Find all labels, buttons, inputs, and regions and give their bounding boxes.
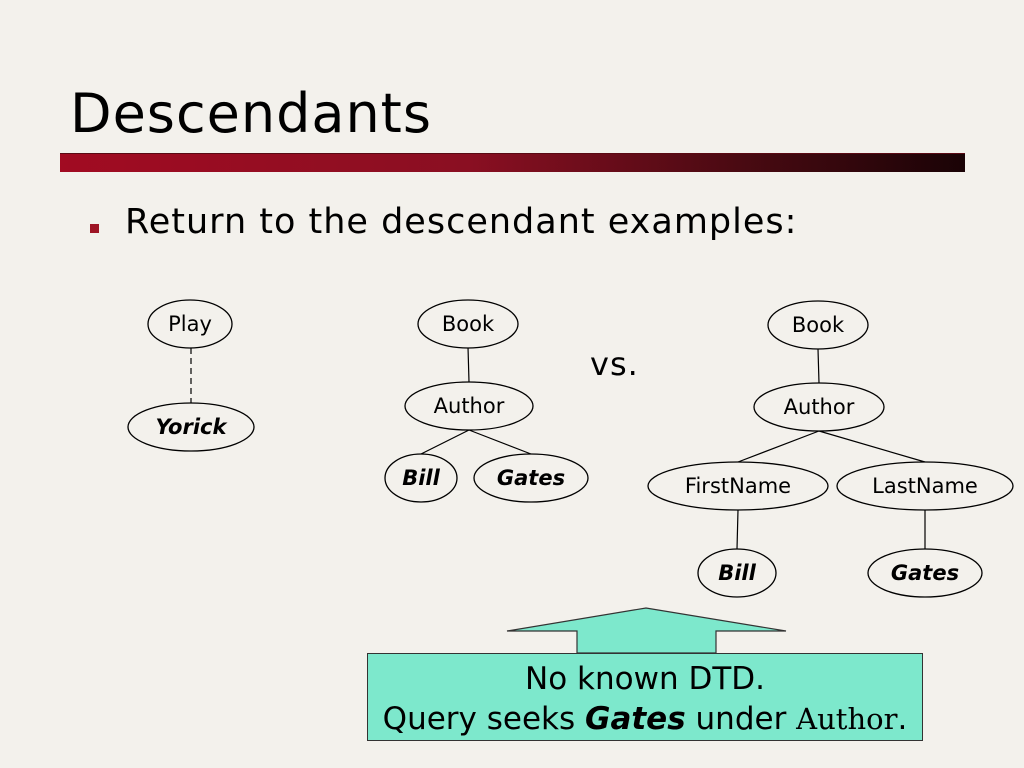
node-lastname <box>836 461 1014 511</box>
callout-line-2: Query seeks Gates under Author. <box>368 699 922 739</box>
callout-text: Query seeks <box>382 701 585 737</box>
edge <box>818 430 926 463</box>
callout-box: No known DTD. Query seeks Gates under Au… <box>367 653 923 741</box>
callout-gates: Gates <box>585 701 686 737</box>
edge <box>817 348 820 384</box>
slide-title: Descendants <box>70 82 432 145</box>
node-book <box>767 300 869 350</box>
edge <box>736 509 739 550</box>
up-arrow-icon <box>506 607 787 654</box>
node-play <box>147 299 233 349</box>
node-book-label: Book <box>442 312 495 336</box>
node-yorick <box>127 402 255 452</box>
node-gates <box>473 453 589 503</box>
node-lastname-label: LastName <box>872 474 978 498</box>
node-author-label: Author <box>784 395 855 419</box>
node-author <box>404 381 534 431</box>
node-gates <box>867 548 983 598</box>
node-bill <box>384 453 458 503</box>
node-play-label: Play <box>168 312 212 336</box>
bullet-text: Return to the descendant examples: <box>125 202 798 242</box>
node-firstname-label: FirstName <box>685 474 791 498</box>
vs-label: vs. <box>590 345 639 383</box>
callout-text: under <box>685 701 797 737</box>
edge <box>420 429 470 455</box>
node-bill <box>697 548 777 598</box>
node-gates-label: Gates <box>497 466 565 490</box>
edge <box>737 430 820 463</box>
node-book-label: Book <box>792 313 845 337</box>
callout-line-1: No known DTD. <box>525 661 765 697</box>
bullet-square-icon <box>90 224 99 233</box>
node-bill-label: Bill <box>402 466 440 490</box>
title-divider <box>60 153 965 172</box>
node-author <box>753 382 885 432</box>
callout-text: . <box>897 701 908 737</box>
callout-author: Author <box>796 702 898 736</box>
edge <box>467 346 470 383</box>
node-yorick-label: Yorick <box>156 415 229 439</box>
node-book <box>417 299 519 349</box>
node-author-label: Author <box>434 394 505 418</box>
node-firstname <box>647 461 829 511</box>
edge <box>468 429 532 455</box>
node-bill-label: Bill <box>718 561 756 585</box>
node-gates-label: Gates <box>891 561 959 585</box>
